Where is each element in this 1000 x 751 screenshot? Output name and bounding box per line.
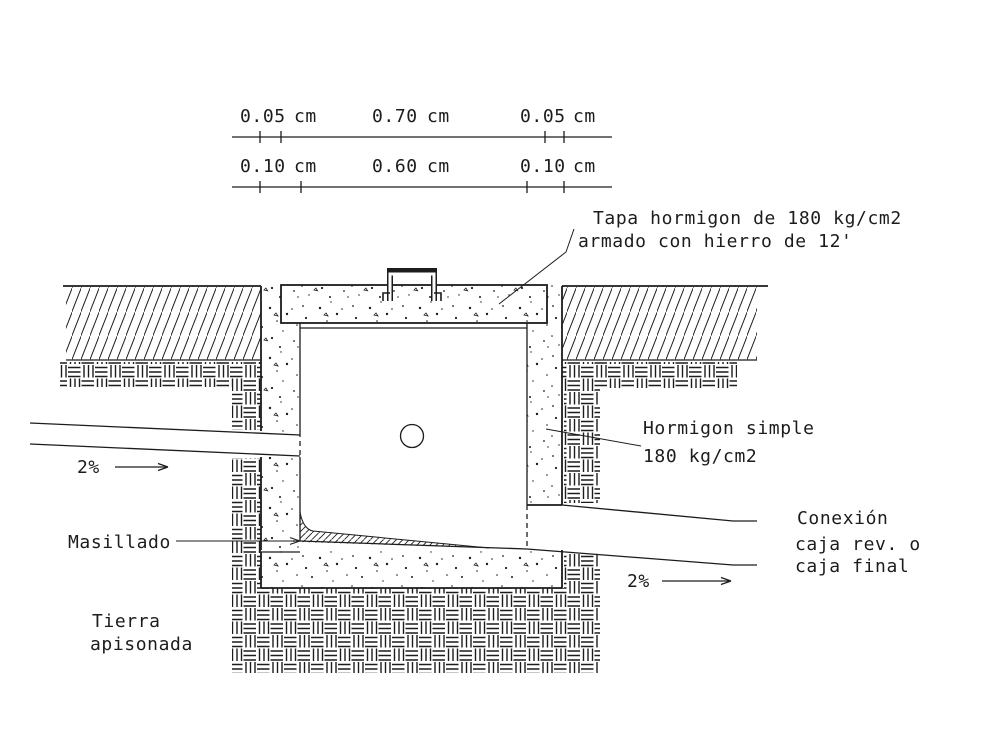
concrete-lid bbox=[280, 284, 548, 329]
label-masillado: Masillado bbox=[68, 532, 171, 553]
dim-value: 0.10 bbox=[520, 156, 566, 177]
dim-value: 0.60 bbox=[372, 156, 418, 177]
label-slope-outlet: 2% bbox=[627, 571, 650, 592]
dim-ticks bbox=[259, 131, 565, 143]
label-hormigon-line2: 180 kg/cm2 bbox=[643, 446, 757, 467]
wall-left bbox=[260, 285, 300, 552]
slope-arrow-outlet bbox=[662, 576, 732, 586]
soil-column-left bbox=[232, 387, 261, 588]
leader-tapa bbox=[498, 228, 575, 305]
dim-value: 0.05 bbox=[240, 106, 286, 127]
ground-hatch-right bbox=[562, 285, 768, 388]
label-conexion-line1: Conexión bbox=[797, 508, 889, 529]
ground-hatch-left bbox=[60, 285, 261, 387]
dim-value: 0.10 bbox=[240, 156, 286, 177]
drain-hole bbox=[399, 423, 425, 449]
label-tapa-line2: armado con hierro de 12' bbox=[578, 231, 853, 252]
dim-unit: cm bbox=[294, 156, 317, 177]
label-hormigon-line1: Hormigon simple bbox=[643, 418, 815, 439]
dim-unit: cm bbox=[573, 106, 596, 127]
leader-masillado bbox=[176, 537, 301, 545]
dim-unit: cm bbox=[294, 106, 317, 127]
dim-value: 0.70 bbox=[372, 106, 418, 127]
leader-hormigon bbox=[545, 428, 642, 447]
soil-bottom-compacted-earth bbox=[232, 588, 600, 673]
slope-arrow-inlet bbox=[115, 462, 169, 472]
dim-unit: cm bbox=[427, 156, 450, 177]
base-slab bbox=[260, 550, 563, 589]
label-tapa-line1: Tapa hormigon de 180 kg/cm2 bbox=[593, 208, 902, 229]
pipe-outlet bbox=[299, 504, 757, 566]
label-conexion-line3: caja final bbox=[795, 556, 909, 577]
cavity-inner-faces bbox=[299, 328, 528, 549]
label-slope-inlet: 2% bbox=[77, 457, 100, 478]
dim-unit: cm bbox=[427, 106, 450, 127]
dim-value: 0.05 bbox=[520, 106, 566, 127]
label-tierra-line1: Tierra bbox=[92, 611, 161, 632]
pipe-inlet bbox=[29, 422, 301, 457]
label-conexion-line2: caja rev. o bbox=[795, 534, 921, 555]
dimension-chain-bottom: 0.10 cm 0.60 cm 0.10 cm bbox=[232, 156, 612, 193]
dim-ticks bbox=[259, 181, 565, 193]
lid-handle-icon bbox=[382, 268, 442, 301]
dim-unit: cm bbox=[573, 156, 596, 177]
dimension-chain-top: 0.05 cm 0.70 cm 0.05 cm bbox=[232, 106, 612, 143]
masillado-mortar-wedge bbox=[299, 511, 490, 549]
label-tierra-line2: apisonada bbox=[90, 634, 193, 655]
soil-column-right bbox=[564, 388, 600, 588]
